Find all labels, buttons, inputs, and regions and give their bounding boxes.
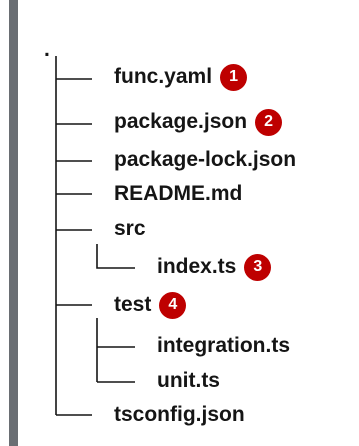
file-name: func.yaml	[114, 65, 213, 88]
file-name: package.json	[114, 110, 248, 133]
tree-entry-readme: README.md	[114, 179, 242, 209]
callout-badge: 4	[159, 291, 187, 319]
code-block-left-border	[9, 0, 18, 446]
tree-entry-src-folder: src	[114, 214, 146, 244]
tree-entry-package-json: package.json 2	[114, 107, 283, 137]
tree-entry-tsconfig-json: tsconfig.json	[114, 400, 245, 430]
callout-badge: 2	[255, 108, 283, 136]
folder-name: src	[114, 217, 146, 240]
tree-entry-func-yaml: func.yaml 1	[114, 62, 248, 92]
tree-entry-integration-ts: integration.ts	[157, 331, 290, 361]
file-name: index.ts	[157, 255, 237, 278]
file-name: tsconfig.json	[114, 403, 245, 426]
callout-badge: 3	[244, 253, 272, 281]
file-name: README.md	[114, 182, 243, 205]
file-name: integration.ts	[157, 334, 291, 357]
tree-entry-index-ts: index.ts 3	[157, 252, 272, 282]
file-name: package-lock.json	[114, 148, 297, 171]
tree-entry-test-folder: test 4	[114, 290, 187, 320]
file-name: unit.ts	[157, 369, 220, 392]
tree-entry-package-lock-json: package-lock.json	[114, 145, 296, 175]
tree-root: .	[44, 38, 50, 61]
folder-name: test	[114, 293, 152, 316]
callout-badge: 1	[220, 63, 248, 91]
tree-entry-unit-ts: unit.ts	[157, 366, 220, 396]
